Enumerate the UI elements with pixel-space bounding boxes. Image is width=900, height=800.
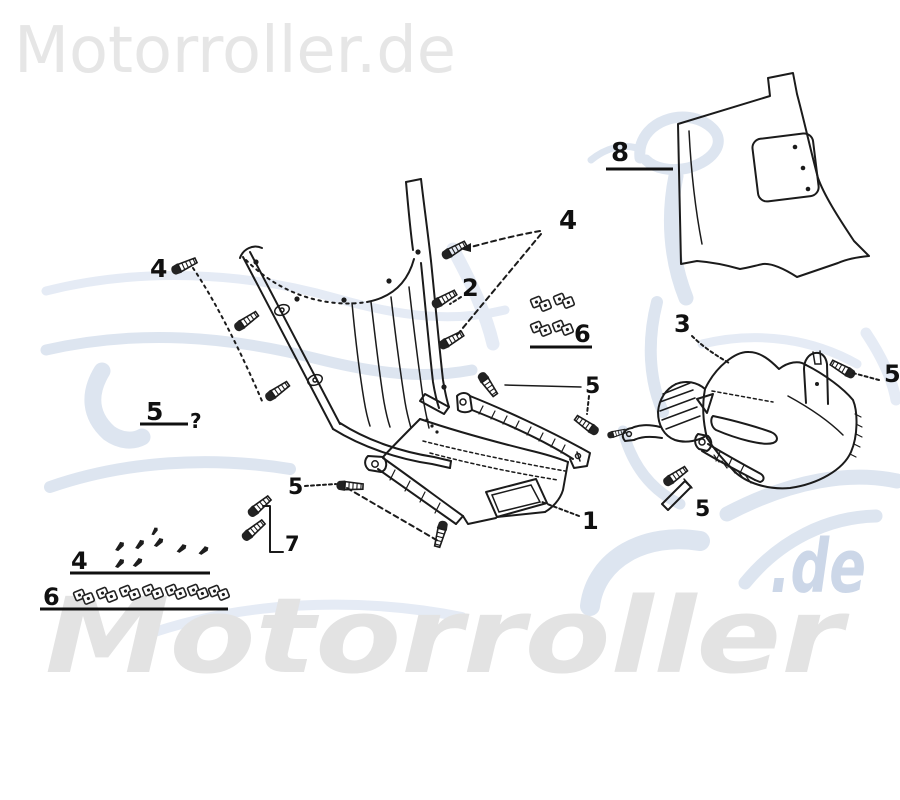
uncertain-mark: ?	[190, 409, 202, 433]
callout-2: 2	[462, 274, 479, 302]
callout-6-bottom: 6	[43, 583, 60, 611]
callout-labels: 8 4 2 4 6 3 5 5 5 ? 5 7 1 5 4 6	[40, 138, 900, 611]
callout-3: 3	[674, 310, 691, 338]
part-drawing-2-floor-panel	[239, 178, 452, 469]
footer-watermark: Motorroller	[45, 575, 850, 697]
callout-5-lower-left: 5	[288, 475, 303, 500]
background-swoosh-watermark	[40, 111, 900, 642]
part-drawing-8-side-panel	[677, 72, 870, 278]
part-drawing-1-footboard	[364, 392, 591, 525]
part-drawing-3-bracket-assembly	[621, 350, 863, 511]
callout-4-left: 4	[150, 254, 167, 283]
callout-5-left: 5	[146, 397, 163, 426]
callout-5-below-bracket: 5	[695, 497, 710, 522]
bracket-7-outline	[262, 505, 284, 553]
leader-lines	[192, 230, 880, 553]
footer-watermark-suffix: .de	[770, 524, 866, 610]
leader-arrowhead	[460, 243, 471, 252]
callout-5-far-right: 5	[884, 360, 900, 388]
callout-5-mid: 5	[585, 374, 600, 399]
fastener-small-screws	[112, 526, 210, 570]
callout-8: 8	[611, 138, 629, 168]
callout-7: 7	[285, 532, 300, 556]
header-watermark: Motorroller.de	[14, 14, 456, 88]
callout-6-clips-right: 6	[574, 320, 591, 348]
callout-4-upper: 4	[559, 206, 577, 236]
callout-4-bottom: 4	[71, 547, 88, 575]
callout-1: 1	[582, 507, 599, 535]
